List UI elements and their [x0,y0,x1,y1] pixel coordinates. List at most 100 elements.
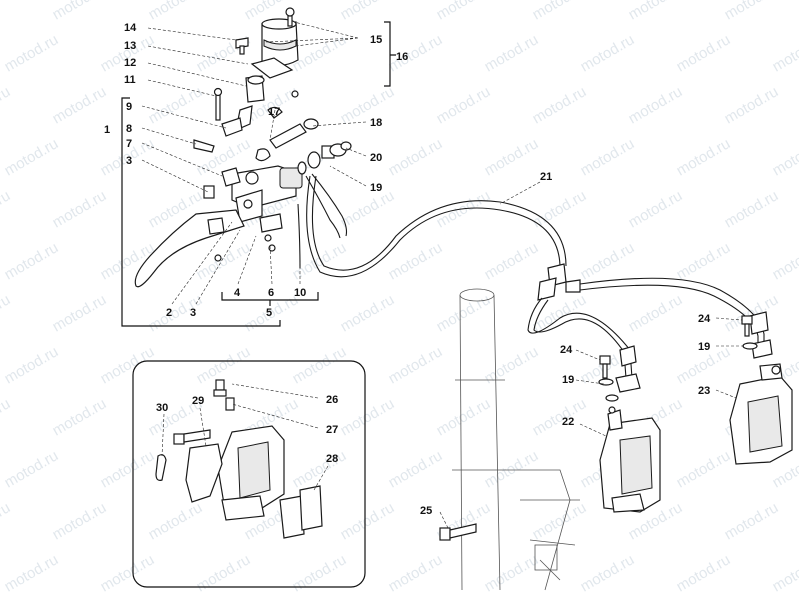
watermark-text: motod.ru [770,135,799,179]
label-19b: 19 [562,374,574,386]
watermark-text: motod.ru [722,499,782,543]
watermark-text: motod.ru [146,83,206,127]
watermark-text: motod.ru [722,187,782,231]
label-15: 15 [370,34,382,46]
label-19c: 19 [698,341,710,353]
watermark-text: motod.ru [434,0,494,23]
brake-lever [134,209,245,288]
brake-light-switch [259,213,283,252]
left-brake-caliper [599,406,661,513]
caliper-detail-inset [132,360,366,588]
watermark-text: motod.ru [482,135,542,179]
label-13: 13 [124,40,136,52]
label-26: 26 [326,394,338,406]
watermark-text: motod.ru [386,447,446,491]
inset-spring-clip [155,454,167,481]
watermark-text: motod.ru [770,239,799,283]
watermark-text: motod.ru [2,551,62,595]
watermark-text: motod.ru [290,343,350,387]
leader-lines [141,21,746,529]
watermark-text: motod.ru [0,499,13,543]
watermark-text: motod.ru [674,135,734,179]
label-22: 22 [562,416,574,428]
inset-pad-pin [173,429,211,445]
inset-brake-pads [279,485,323,539]
label-14: 14 [124,22,137,34]
reservoir-cap-screw [235,37,249,55]
label-11: 11 [124,74,136,86]
watermark-text: motod.ru [722,83,782,127]
watermark-text: motod.ru [290,551,350,595]
label-1: 1 [104,124,110,136]
watermark-text: motod.ru [338,291,398,335]
watermark-text: motod.ru [50,291,110,335]
watermark-text: motod.ru [626,291,686,335]
watermark-text: motod.ru [0,395,13,439]
fork-leg-outline [452,288,580,591]
watermark-text: motod.ru [0,291,13,335]
watermark-text: motod.ru [290,447,350,491]
watermark-text: motod.ru [194,551,254,595]
watermark-text: motod.ru [530,395,590,439]
watermark-text: motod.ru [338,83,398,127]
watermark-text: motod.ru [146,499,206,543]
label-20: 20 [370,152,382,164]
watermark-text: motod.ru [2,239,62,283]
label-23: 23 [698,385,710,397]
watermark-text: motod.ru [530,83,590,127]
reservoir-hose [221,105,319,149]
label-16: 16 [396,51,408,63]
watermark-text: motod.ru [482,239,542,283]
label-2: 2 [166,307,172,319]
bleed-screw [213,87,223,121]
watermark-text: motod.ru [482,343,542,387]
watermark-text: motod.ru [482,447,542,491]
label-18: 18 [370,117,382,129]
label-21: 21 [540,171,552,183]
watermark-text: motod.ru [674,31,734,75]
watermark-text: motod.ru [50,499,110,543]
watermark-text: motod.ru [386,31,446,75]
banjo-bolt-and-washers [297,141,352,175]
watermark-text: motod.ru [386,135,446,179]
label-30: 30 [156,402,168,414]
label-17: 17 [268,106,280,118]
watermark-text: motod.ru [2,31,62,75]
label-4: 4 [234,287,241,299]
label-24b: 24 [698,313,711,325]
watermark-text: motod.ru [194,239,254,283]
watermark-text: motod.ru [482,551,542,595]
watermark-text: motod.ru [98,343,158,387]
watermark-text: motod.ru [98,447,158,491]
watermark-text: motod.ru [2,447,62,491]
master-cylinder-reservoir [250,7,299,98]
right-caliper-bolt-and-washer [741,315,758,350]
watermark-text: motod.ru [434,291,494,335]
watermark-text: motod.ru [290,31,350,75]
brake-hose-left-caliper [527,277,641,393]
watermark-text: motod.ru [50,187,110,231]
label-8: 8 [126,123,132,135]
watermark-text: motod.ru [626,187,686,231]
watermark-text: motod.ru [386,551,446,595]
label-3: 3 [126,155,132,167]
watermark-text: motod.ru [50,83,110,127]
label-3b: 3 [190,307,196,319]
label-10: 10 [294,287,306,299]
watermark-text: motod.ru [578,135,638,179]
bracket-group-1 [121,97,281,327]
brake-hose-right-caliper [565,277,773,359]
label-12: 12 [124,57,136,69]
watermark-text: motod.ru [530,0,590,23]
watermark-text: motod.ru [674,447,734,491]
label-6: 6 [268,287,274,299]
watermark-text: motod.ru [98,551,158,595]
caliper-mounting-bolt [439,523,477,541]
watermark-text: motod.ru [578,239,638,283]
watermark-text: motod.ru [146,291,206,335]
label-27: 27 [326,424,338,436]
watermark-text: motod.ru [770,551,799,595]
watermark-text: motod.ru [50,0,110,23]
